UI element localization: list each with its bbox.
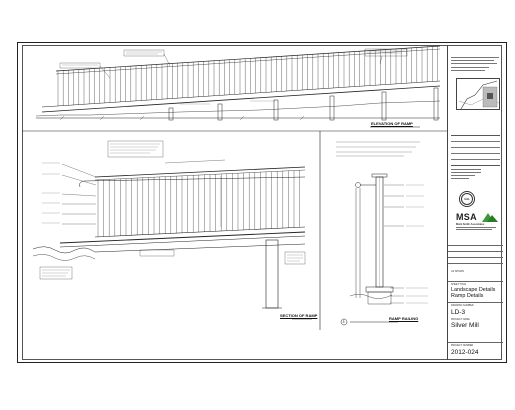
scale-value: AS SHOWN	[451, 270, 465, 273]
note-text-lines	[42, 50, 428, 304]
project-number: 2012-024	[451, 349, 479, 356]
section-title: SECTION OF RAMP	[280, 313, 318, 318]
firm-name: MSA	[456, 212, 477, 222]
revision-table	[451, 135, 500, 166]
firm-logo: MSA Mark Smith Associates	[452, 211, 500, 233]
project-number-label: PROJECT NUMBER	[451, 344, 474, 347]
firm-subtitle: Mark Smith Associates	[456, 223, 485, 226]
key-map	[456, 78, 500, 110]
section-of-ramp-drawing	[32, 140, 306, 309]
railing-detail-number: 3	[342, 320, 345, 324]
notes-lines	[451, 57, 499, 71]
ramp-railing-detail-drawing	[336, 141, 420, 305]
project-name-label: PROJECT NAME	[451, 318, 470, 321]
detail-bubble	[340, 318, 348, 326]
sheet-number-label: DRAWING NUMBER	[451, 304, 474, 307]
elevation-of-ramp-drawing	[35, 45, 441, 121]
railing-title: RAMP RAILING	[389, 316, 419, 321]
sheet-number: LD-3	[451, 309, 466, 316]
project-name: Silver Mill	[451, 322, 479, 329]
drawing-sheet-inner-border	[22, 45, 502, 360]
sheet-title-line2: Ramp Details	[451, 293, 484, 299]
elevation-title: ELEVATION OF RAMP	[371, 121, 413, 126]
sheet-title-line1: Landscape Details	[451, 287, 496, 293]
seal-text-lines	[451, 169, 481, 179]
title-block: CAL MSA Mark Smith Associates AS SHOWN S…	[447, 45, 503, 360]
seal-label: CAL	[464, 197, 470, 201]
professional-seal-icon: CAL	[459, 191, 475, 207]
drawing-sheet-border	[17, 42, 507, 363]
sheet-title-label: SHEET TITLE	[451, 283, 467, 286]
